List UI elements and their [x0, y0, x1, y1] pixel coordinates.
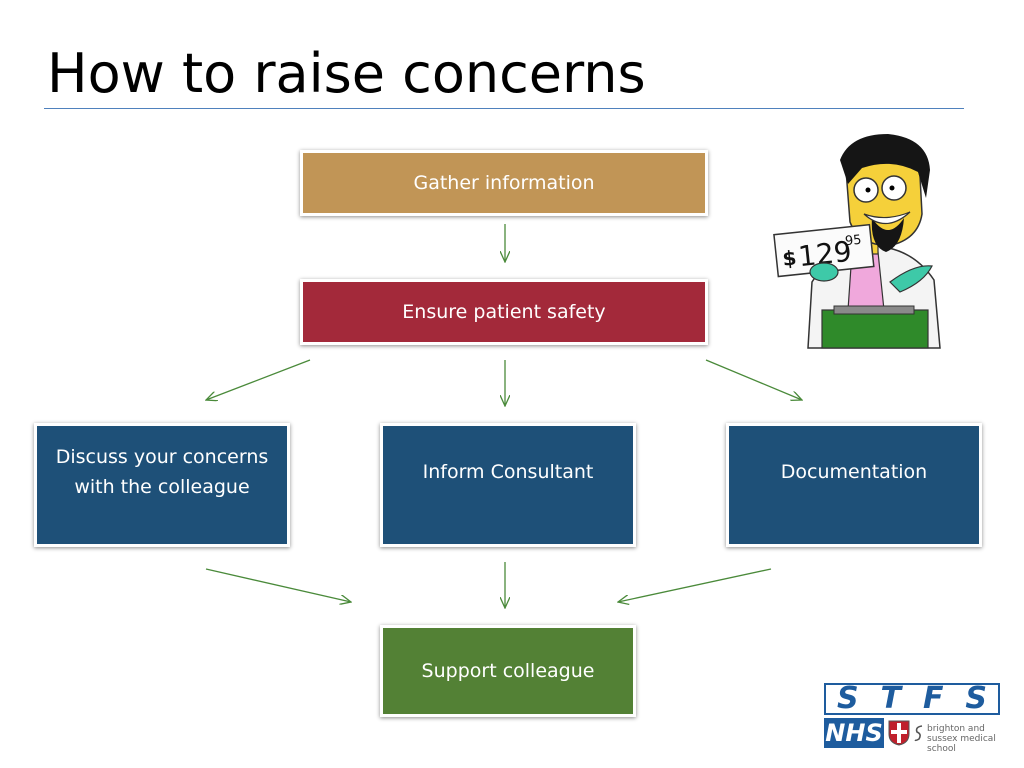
option-discuss-concerns: Discuss your concerns with the colleague [34, 423, 290, 547]
step-support-label: Support colleague [421, 660, 595, 682]
page-title: How to raise concerns [47, 42, 646, 105]
logo-letter-s1: S [836, 681, 859, 716]
option-documentation: Documentation [726, 423, 982, 547]
bsms-mark-icon [914, 725, 923, 742]
university-shield-icon [888, 720, 910, 746]
arrow-safety-to-discuss [206, 359, 311, 400]
step-support-colleague: Support colleague [380, 625, 636, 717]
arrow-discuss-to-support [205, 568, 351, 602]
stfs-nhs-logo: S T F S NHS brighton and sussex medical … [822, 680, 1002, 754]
logo-letter-s2: S [965, 681, 988, 716]
step-gather-information: Gather information [300, 150, 708, 216]
nhs-logo: NHS [824, 718, 884, 748]
arrow-documentation-to-support [618, 568, 772, 602]
option-inform-consultant: Inform Consultant [380, 423, 636, 547]
price-cents: 95 [844, 233, 862, 250]
step-ensure-patient-safety: Ensure patient safety [300, 279, 708, 345]
step-safety-label: Ensure patient safety [402, 301, 606, 323]
stfs-wordmark: S T F S [824, 683, 1000, 715]
price-dollar: $ [781, 246, 797, 271]
step-gather-label: Gather information [413, 172, 595, 194]
option-inform-label: Inform Consultant [422, 461, 594, 483]
doctor-cartoon-illustration: $ 129 95 [773, 134, 941, 349]
arrow-safety-to-documentation [705, 359, 802, 400]
logo-letter-f: F [922, 681, 944, 716]
bsms-school-name: brighton and sussex medical school [927, 724, 996, 754]
logo-letter-t: T [880, 681, 901, 716]
title-divider [44, 108, 964, 109]
option-discuss-label: Discuss your concerns with the colleague [55, 446, 269, 498]
option-documentation-label: Documentation [780, 461, 928, 483]
